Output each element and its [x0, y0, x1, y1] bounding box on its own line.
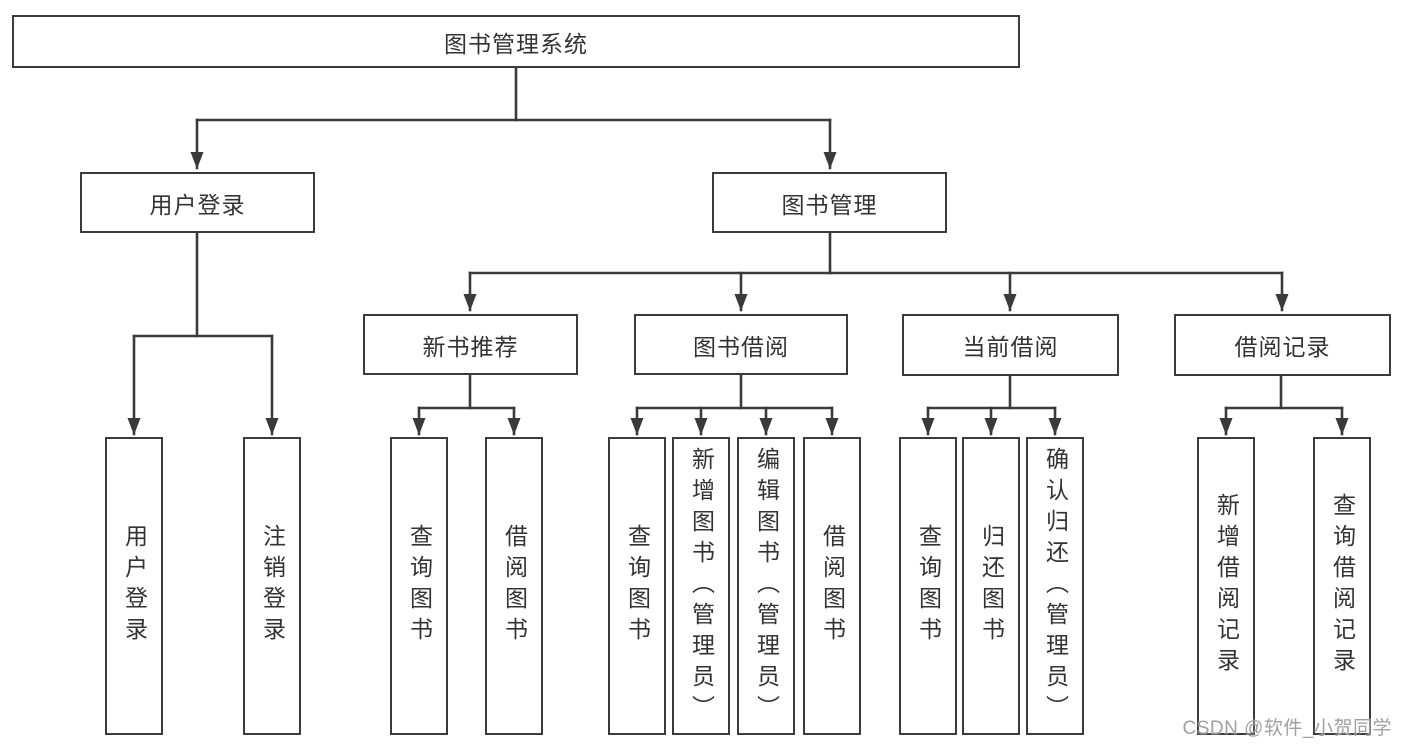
leaf-label: 注销登录 [259, 524, 286, 648]
leaf-query-borrow-record: 查询借阅记录 [1313, 437, 1371, 735]
leaf-logout: 注销登录 [243, 437, 301, 735]
leaf-add-books-admin: 新增图书（管理员） [672, 437, 730, 735]
node-borrowing-records: 借阅记录 [1174, 314, 1391, 376]
leaf-label: 借阅图书 [819, 524, 846, 648]
leaf-label: 归还图书 [978, 524, 1005, 648]
leaf-query-books-borrowing: 查询图书 [608, 437, 666, 735]
leaf-label: 新增图书（管理员） [688, 446, 715, 726]
leaf-label: 查询图书 [915, 524, 942, 648]
leaf-label: 查询图书 [624, 524, 651, 648]
node-library-system: 图书管理系统 [12, 15, 1020, 68]
node-book-management: 图书管理 [712, 172, 947, 233]
node-user-login: 用户登录 [80, 172, 315, 233]
leaf-confirm-return-admin: 确认归还（管理员） [1026, 437, 1084, 735]
leaf-label: 借阅图书 [501, 524, 528, 648]
leaf-label: 确认归还（管理员） [1042, 446, 1069, 726]
leaf-label: 查询图书 [406, 524, 433, 648]
leaf-label: 查询借阅记录 [1329, 493, 1356, 679]
leaf-user-login: 用户登录 [105, 437, 163, 735]
node-book-borrowing: 图书借阅 [634, 314, 848, 375]
watermark: CSDN @软件_小贺同学 [1182, 718, 1392, 739]
leaf-edit-books-admin: 编辑图书（管理员） [737, 437, 795, 735]
leaf-add-borrow-record: 新增借阅记录 [1197, 437, 1255, 735]
leaf-return-books: 归还图书 [962, 437, 1020, 735]
leaf-label: 编辑图书（管理员） [753, 446, 780, 726]
leaf-label: 用户登录 [121, 524, 148, 648]
leaf-borrow-books-borrowing: 借阅图书 [803, 437, 861, 735]
leaf-query-books-recommendation: 查询图书 [390, 437, 448, 735]
node-current-borrowing: 当前借阅 [902, 314, 1119, 376]
node-new-book-recommendation: 新书推荐 [363, 314, 578, 375]
leaf-borrow-books-recommendation: 借阅图书 [485, 437, 543, 735]
leaf-query-books-current: 查询图书 [899, 437, 957, 735]
leaf-label: 新增借阅记录 [1213, 493, 1240, 679]
